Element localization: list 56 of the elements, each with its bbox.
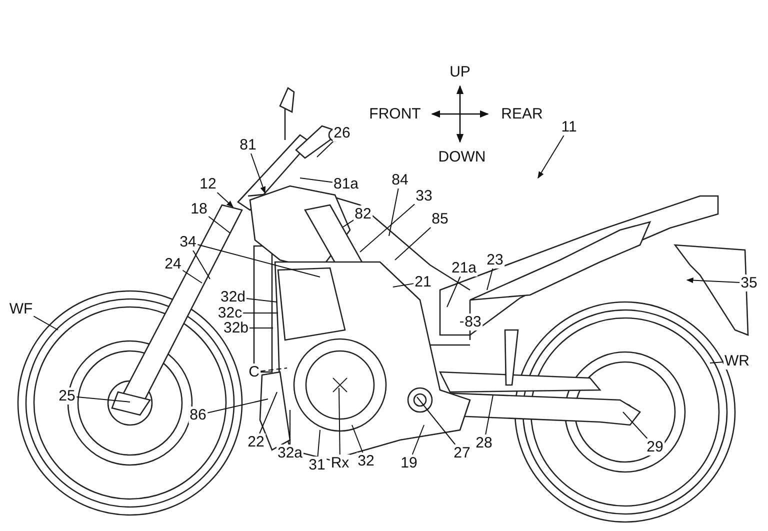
direction-label: REAR: [500, 106, 544, 122]
callout-label: 81: [238, 136, 258, 154]
leader-line: [486, 268, 494, 290]
callout-label: 18: [190, 200, 208, 218]
callout-label: 84: [390, 172, 410, 188]
callout-label: 33: [414, 188, 434, 204]
leader-line: [250, 153, 266, 194]
leader-line: [392, 283, 414, 288]
direction-label: UP: [448, 64, 472, 80]
callout-label: 34: [178, 234, 198, 250]
callout-label: 82: [354, 206, 372, 222]
leader-line: [360, 204, 416, 252]
leader-line: [622, 412, 648, 439]
callout-label: 21a: [450, 260, 478, 276]
callout-label: WF: [8, 300, 34, 318]
leader-line: [412, 424, 424, 455]
callout-label: 25: [58, 388, 76, 404]
leader-line: [352, 424, 364, 453]
leader-line: [316, 141, 334, 158]
leader-line: [710, 362, 724, 364]
leader-line: [686, 278, 740, 284]
leader-line: [196, 244, 320, 278]
callout-label: 23: [486, 252, 504, 268]
leader-line: [388, 188, 399, 236]
leader-line: [300, 178, 333, 183]
callout-label: 12: [198, 176, 218, 192]
callout-label: 85: [430, 210, 450, 228]
callout-label: 35: [740, 274, 758, 292]
callout-label: 24: [164, 256, 182, 272]
leader-line: [416, 396, 456, 445]
leader-line: [246, 298, 278, 302]
leader-line: [192, 250, 210, 280]
leader-line: [208, 216, 230, 234]
direction-label: FRONT: [368, 106, 422, 122]
leader-line: [538, 135, 564, 179]
leader-line: [260, 368, 288, 372]
leader-line: [242, 312, 278, 314]
leader-line: [216, 192, 234, 208]
leader-line: [182, 270, 202, 284]
callout-label: 11: [560, 118, 578, 136]
leader-line: [342, 220, 354, 228]
leader-line: [338, 388, 340, 455]
callout-label: 83: [464, 314, 482, 330]
callout-label: 86: [188, 406, 208, 424]
leader-line: [485, 394, 494, 435]
leader-line: [206, 398, 268, 414]
leader-line: [76, 396, 130, 402]
callout-label: WR: [724, 352, 750, 370]
callout-label: 29: [646, 438, 664, 456]
leader-line: [33, 316, 58, 330]
leader-line: [317, 430, 320, 457]
leader-line: [446, 276, 461, 308]
direction-label: DOWN: [437, 148, 487, 166]
callout-label: 26: [332, 124, 352, 142]
leader-line: [259, 392, 278, 434]
leader-line: [394, 227, 432, 260]
